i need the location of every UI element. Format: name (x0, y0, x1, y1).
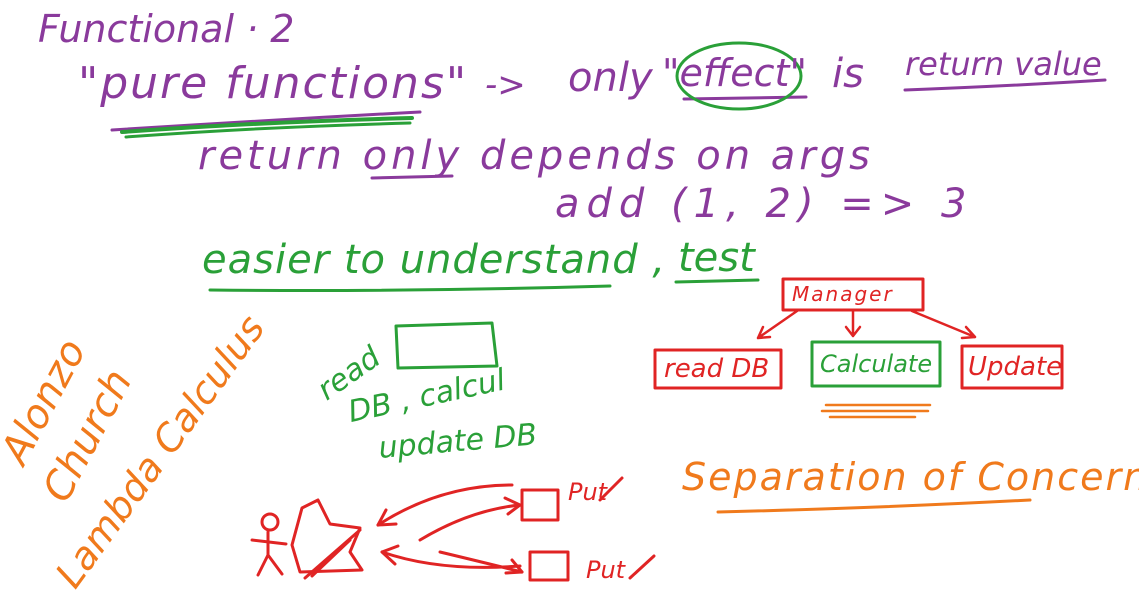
green-highlight-pure-functions (120, 116, 414, 134)
text-effect: "effect" (662, 51, 807, 95)
read-db-box-outline (653, 348, 783, 390)
small-box-top (520, 488, 560, 522)
orange-underline-calculate (820, 403, 932, 419)
underline-easier (208, 284, 612, 292)
calculate-box-outline (810, 340, 942, 388)
text-only: only (568, 55, 653, 101)
small-box-bottom (528, 550, 570, 582)
calculate-label: Calculate (820, 350, 933, 378)
text-test: test (678, 235, 755, 281)
crossed-box-strike (303, 528, 362, 580)
underline-return-value (903, 78, 1107, 92)
crossed-box (290, 498, 364, 574)
sketch-label-top: Put (568, 478, 608, 506)
text-pure-functions: "pure functions" (78, 58, 469, 109)
arrow-out-top (376, 483, 514, 527)
text-separation: Separation of Concerns ! (682, 455, 1139, 499)
strike-put-bottom (628, 554, 656, 580)
title-functional: Functional · 2 (38, 7, 295, 51)
text-add-example: add (1, 2) => 3 (555, 181, 974, 227)
text-is: is (832, 51, 864, 97)
underline-test (674, 278, 760, 284)
circle-effect (675, 41, 803, 111)
manager-label: Manager (792, 282, 894, 306)
underline-pure-functions (110, 110, 422, 132)
text-return-value: return value (905, 45, 1102, 83)
arrow-to-read-db (756, 309, 799, 340)
text-return-depends: return only depends on args (198, 133, 874, 179)
update-box-outline (960, 344, 1064, 390)
text-arrow: -> (485, 65, 526, 105)
update-label: Update (968, 352, 1063, 382)
stick-figure-head (260, 512, 280, 532)
strike-put-top (598, 476, 624, 502)
arrow-in-bottom (438, 550, 524, 574)
underline-only (370, 174, 454, 180)
sketch-label-bottom: Put (586, 556, 626, 584)
arrow-to-update (910, 309, 977, 340)
stick-figure-body (250, 530, 288, 577)
text-easier: easier to understand , (202, 237, 667, 283)
arrow-in-top (418, 503, 522, 542)
arrow-to-calculate (844, 309, 862, 338)
underline-separation (716, 498, 1032, 514)
mixed-function-box (394, 321, 499, 370)
read-db-label: read DB (664, 354, 770, 384)
